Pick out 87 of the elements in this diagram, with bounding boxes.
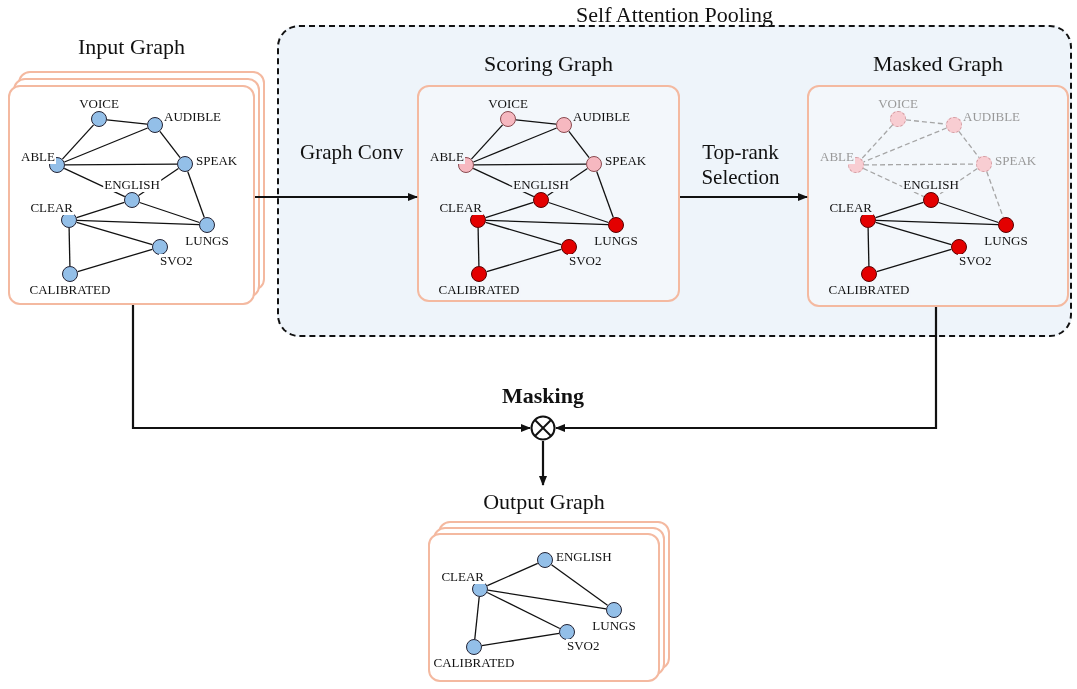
node-label: LUNGS xyxy=(591,619,637,633)
graph-edge-line xyxy=(546,167,589,197)
graph-edge-line xyxy=(63,127,149,163)
graph-edge-line xyxy=(470,124,504,160)
graph-edge-line xyxy=(484,201,535,219)
panel-title: Input Graph xyxy=(78,34,185,60)
node-label: AUDIBLE xyxy=(962,110,1022,124)
arrow xyxy=(555,307,938,432)
arrow xyxy=(255,193,418,201)
graph-edge-line xyxy=(138,201,201,224)
panel-title: Output Graph xyxy=(483,489,605,515)
graph-edge-line xyxy=(106,119,148,125)
graph-edge-line xyxy=(76,219,200,226)
node-label: LUNGS xyxy=(983,234,1029,248)
panel-title: Masked Graph xyxy=(872,51,1004,77)
node-label: VOICE xyxy=(78,97,120,111)
graph-edge-line xyxy=(986,170,1004,219)
arrow xyxy=(131,305,531,432)
graph-edge-line xyxy=(596,170,614,219)
node-label: SVO2 xyxy=(958,254,993,268)
node-label: VOICE xyxy=(487,97,529,111)
graph-edge-line xyxy=(75,201,126,219)
graph-edge-line xyxy=(473,163,587,166)
graph-edge-line xyxy=(472,167,535,198)
graph-edge-line xyxy=(64,163,178,166)
graph-edge-line xyxy=(862,167,925,198)
graph-edge-line xyxy=(550,564,609,606)
graph-edge-line xyxy=(474,596,480,640)
graph-edge-line xyxy=(937,201,1000,224)
node-label: SPEAK xyxy=(604,154,648,168)
node-label: CALIBRATED xyxy=(827,283,911,297)
graph-edge-line xyxy=(568,130,590,159)
node-label: SVO2 xyxy=(159,254,194,268)
operation-label: Masking xyxy=(502,383,584,409)
node-label: ENGLISH xyxy=(103,178,161,192)
node-label: ABLE xyxy=(429,150,465,164)
arrow xyxy=(680,193,808,201)
graph-edge-line xyxy=(486,591,561,630)
node-label: ABLE xyxy=(819,150,855,164)
graph-edge-line xyxy=(875,221,952,246)
graph-edge-line xyxy=(159,130,181,159)
graph-edge-line xyxy=(860,124,894,160)
panel-title: Scoring Graph xyxy=(484,51,613,77)
graph-edge-line xyxy=(515,119,557,125)
node-label: ENGLISH xyxy=(902,178,960,192)
graph-edge-line xyxy=(486,248,562,273)
node-label: SVO2 xyxy=(568,254,603,268)
graph-edge-line xyxy=(77,248,153,273)
panel-title: Self Attention Pooling xyxy=(576,2,773,28)
graph-edge-line xyxy=(486,562,539,587)
arrow xyxy=(539,441,547,486)
node-label: CLEAR xyxy=(828,201,873,215)
node-label: CALIBRATED xyxy=(28,283,112,297)
node-label: SPEAK xyxy=(195,154,239,168)
node-label: AUDIBLE xyxy=(163,110,223,124)
graph-edge-line xyxy=(76,221,153,246)
node-label: SPEAK xyxy=(994,154,1038,168)
node-label: CLEAR xyxy=(29,201,74,215)
graph-edge-line xyxy=(63,167,126,198)
graph-edge-line xyxy=(477,227,480,267)
node-label: CLEAR xyxy=(438,201,483,215)
node-label: CALIBRATED xyxy=(437,283,521,297)
graph-edge-line xyxy=(876,248,952,273)
graph-edge-line xyxy=(485,221,562,246)
node-label: ENGLISH xyxy=(555,550,613,564)
node-label: ENGLISH xyxy=(512,178,570,192)
node-label: SVO2 xyxy=(566,639,601,653)
node-label: LUNGS xyxy=(593,234,639,248)
graph-edge-line xyxy=(874,201,925,219)
node-label: LUNGS xyxy=(184,234,230,248)
node-label: CALIBRATED xyxy=(432,656,516,670)
graph-edge-line xyxy=(137,167,180,197)
graph-edge-line xyxy=(61,124,95,160)
graph-edge-line xyxy=(68,227,71,267)
node-label: VOICE xyxy=(877,97,919,111)
graph-edge-line xyxy=(485,219,609,226)
graph-edge-line xyxy=(862,127,948,163)
graph-edge-line xyxy=(875,219,999,226)
graph-edge-line xyxy=(481,632,560,647)
graph-edge-line xyxy=(187,170,205,219)
graph-edge-line xyxy=(547,201,610,224)
node-label: CLEAR xyxy=(440,570,485,584)
node-label: AUDIBLE xyxy=(572,110,632,124)
graph-edge-line xyxy=(472,127,558,163)
graph-edge-line xyxy=(867,227,870,267)
node-label: ABLE xyxy=(20,150,56,164)
graph-edge-line xyxy=(487,589,607,610)
